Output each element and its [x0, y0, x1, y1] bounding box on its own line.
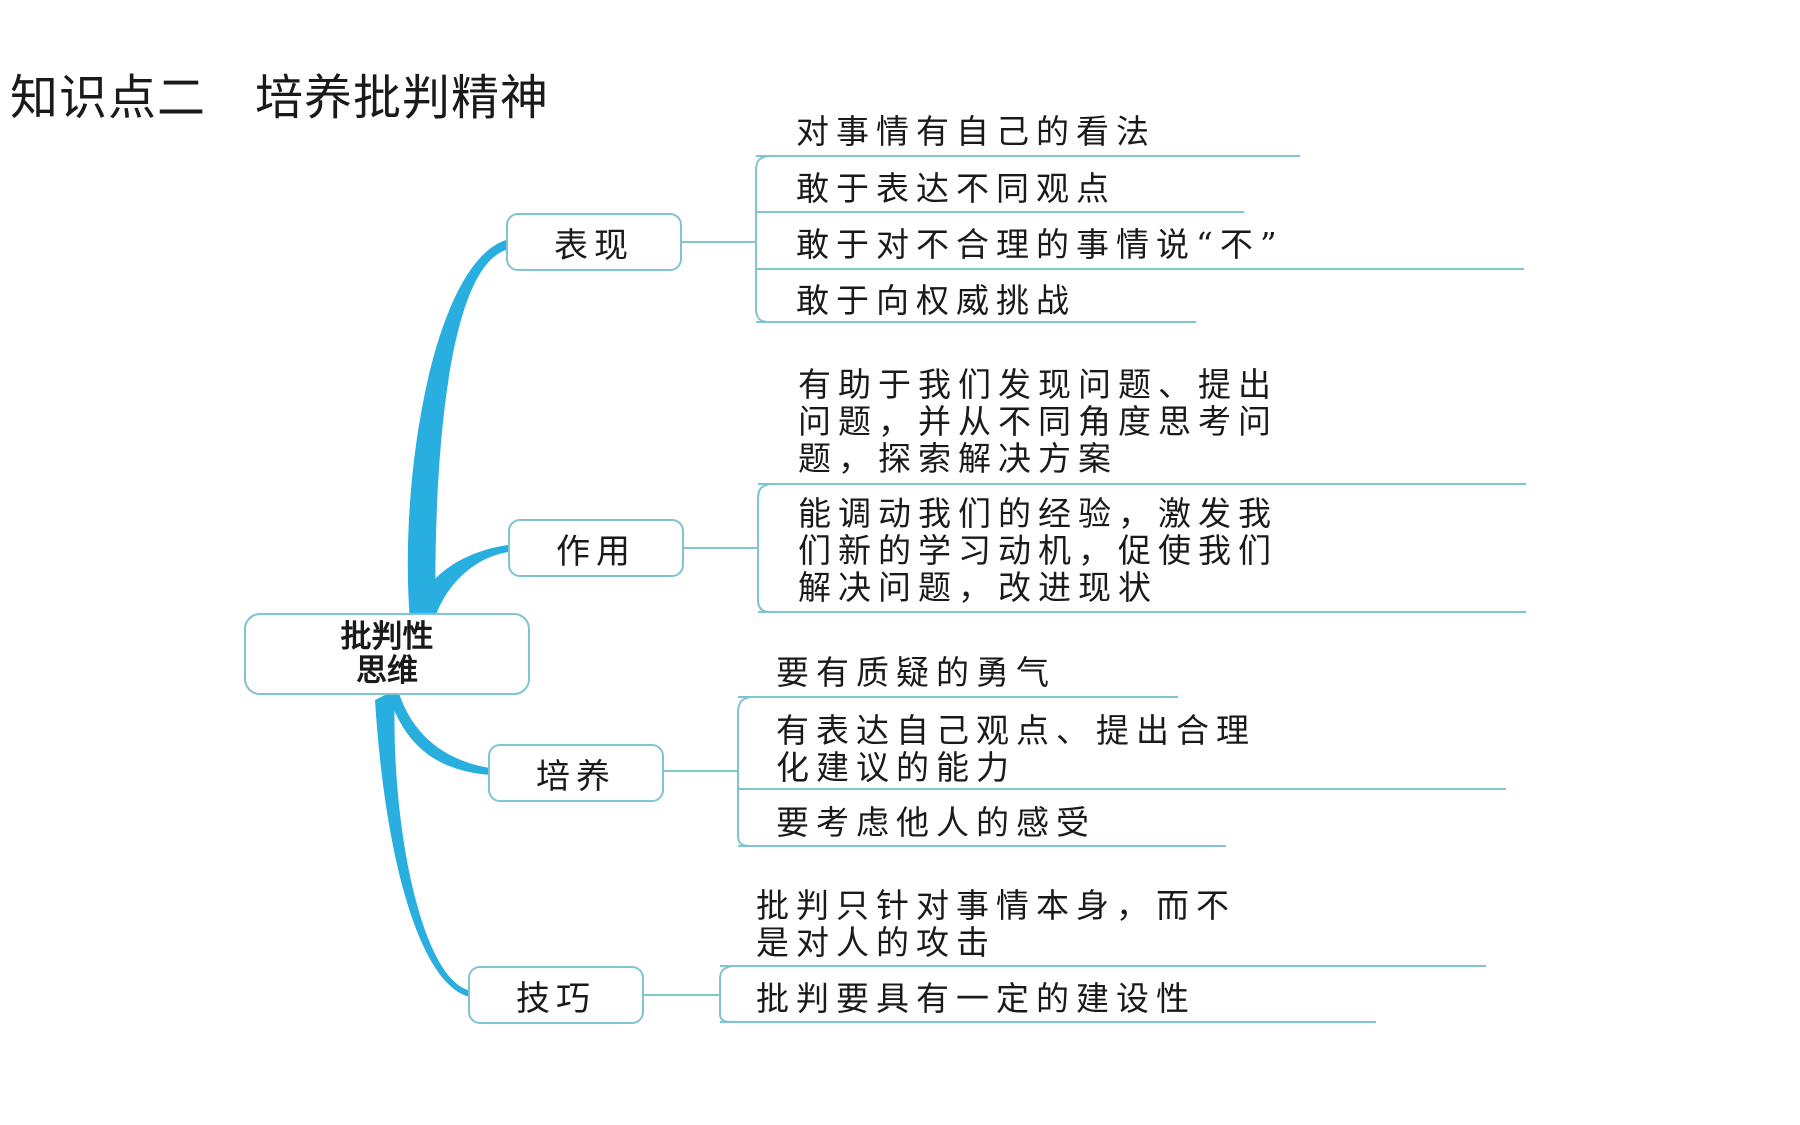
leaf-biaoxian-2: 敢于表达不同观点	[796, 169, 1116, 208]
leaf-jiqiao-1: 批判只针对事情本身，而不 是对人的攻击	[756, 886, 1236, 962]
trunk-to-biaoxian	[407, 240, 506, 640]
leaf-zuoyong-1: 有助于我们发现问题、提出 问题，并从不同角度思考问 题，探索解决方案	[798, 365, 1278, 478]
branch-jiqiao: 技巧	[468, 966, 644, 1024]
branch-peiyang: 培养	[488, 744, 664, 802]
leaf-jiqiao-2: 批判要具有一定的建设性	[756, 979, 1196, 1018]
leaf-peiyang-1: 要有质疑的勇气	[776, 653, 1056, 692]
leaf-zuoyong-2: 能调动我们的经验，激发我 们新的学习动机，促使我们 解决问题，改进现状	[798, 494, 1278, 607]
trunk-to-peiyang	[390, 690, 490, 775]
branch-zuoyong: 作用	[508, 519, 684, 577]
branch-biaoxian: 表现	[506, 213, 682, 271]
leaf-biaoxian-1: 对事情有自己的看法	[796, 112, 1156, 151]
leaf-biaoxian-3: 敢于对不合理的事情说“不”	[796, 225, 1284, 264]
leaf-biaoxian-4: 敢于向权威挑战	[796, 281, 1076, 320]
root-label-line1: 批判性	[340, 619, 434, 655]
leaf-peiyang-3: 要考虑他人的感受	[776, 803, 1096, 842]
root-node: 批判性 思维	[244, 613, 530, 695]
trunk-to-jiqiao	[375, 690, 470, 997]
root-label-line2: 思维	[356, 653, 418, 689]
page-title: 知识点二 培养批判精神	[10, 70, 550, 126]
leaf-peiyang-2: 有表达自己观点、提出合理 化建议的能力	[776, 711, 1256, 787]
